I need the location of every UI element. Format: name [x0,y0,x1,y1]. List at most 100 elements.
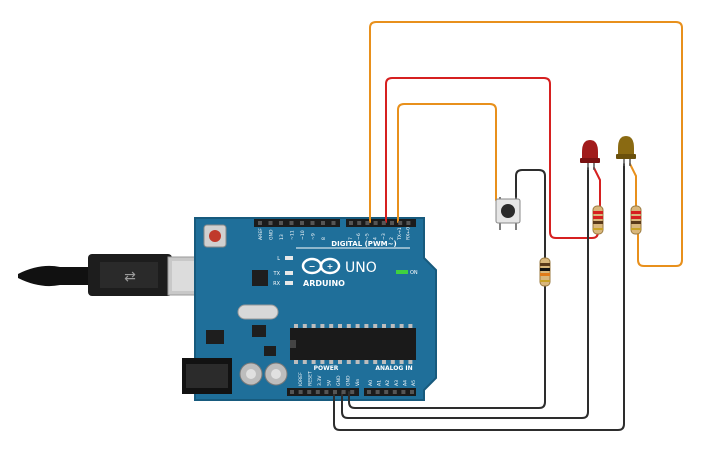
header-pin[interactable] [367,390,371,394]
resistor-button[interactable] [539,257,551,287]
header-pin[interactable] [315,390,320,394]
header-pin[interactable] [398,221,403,225]
wire-black-gnd-2[interactable] [341,167,589,419]
header-pin[interactable] [289,221,294,225]
power-pin-label: 3.3V [317,375,323,386]
resistor-red-led[interactable] [592,205,604,235]
header-pin[interactable] [406,221,411,225]
wire-orange-outer[interactable] [369,21,683,267]
power-pin-label: GND [336,375,342,386]
small-chip [252,325,266,337]
power-pin-label: Vin [355,379,361,386]
wire-yellow-led-anode[interactable] [629,163,637,207]
analog-pin-label: A3 [394,380,400,386]
header-pin[interactable] [390,221,394,225]
chip-pin [355,324,360,328]
header-pin[interactable] [357,221,362,225]
digital-pin-label: RX←0 [405,227,411,240]
on-label: ON [410,270,418,276]
chip-pin [338,360,342,364]
chip-pin [329,360,334,364]
digital-pin-label: TX→1 [397,227,403,241]
digital-pin-label: 2 [389,237,395,240]
chip-pin [382,360,386,364]
led-tx-label: TX [273,271,281,277]
power-pin-label: 5V [327,379,333,386]
digital-pin-label: ~6 [356,233,362,240]
header-pin[interactable] [258,221,262,225]
digital-header-label: DIGITAL (PWM~) [331,240,396,248]
chip-pin [294,360,298,364]
chip-pin [364,360,369,364]
header-pin[interactable] [365,221,370,225]
analog-pin-label: A0 [368,380,374,386]
digital-pin-label: 7 [348,237,354,240]
status-leds: L TX RX ON [273,256,418,287]
digital-pin-label: 4 [373,237,379,240]
digital-header [254,219,416,227]
chip-pin [364,324,369,328]
header-pin[interactable] [350,390,355,394]
led-red[interactable] [580,140,600,170]
digital-pin-label: ~10 [300,230,306,240]
wire-red-led-anode[interactable] [593,167,601,207]
header-pin[interactable] [349,221,353,225]
wire-orange-button[interactable] [397,103,501,223]
digital-pin-label: 13 [279,234,285,240]
header-pin[interactable] [290,390,294,394]
led-yellow[interactable] [616,136,636,166]
chip-pin [311,360,316,364]
header-pin[interactable] [300,221,304,225]
digital-pin-label: ~9 [311,233,317,240]
regulator [206,330,224,344]
resistor-yellow-led[interactable] [630,205,642,235]
header-pin[interactable] [401,390,406,394]
chip-pin [390,360,395,364]
pushbutton[interactable] [495,197,521,230]
header-pin[interactable] [321,221,325,225]
header-pin[interactable] [384,390,389,394]
wire-black-gnd-1[interactable] [348,285,546,409]
atmega-chip [290,328,416,360]
chip-pin [355,360,360,364]
header-pin[interactable] [381,221,386,225]
chip-pin [346,360,351,364]
wire-black-button[interactable] [515,169,546,263]
chip-pin [302,360,307,364]
power-jack[interactable] [182,358,232,394]
power-header [287,388,359,396]
header-pin[interactable] [375,390,380,394]
digital-pin-label: ~3 [381,233,387,240]
analog-pin-label: A4 [402,380,408,386]
wire-red[interactable] [385,77,599,239]
header-pin[interactable] [333,390,337,394]
header-pin[interactable] [310,221,315,225]
digital-pin-label: 8 [321,237,327,240]
header-pin[interactable] [268,221,273,225]
header-pin[interactable] [392,390,397,394]
power-pin-label: GND [346,375,352,386]
chip-pin [311,324,316,328]
header-pin[interactable] [410,390,414,394]
header-pin[interactable] [298,390,303,394]
header-pin[interactable] [331,221,336,225]
header-pin[interactable] [324,390,329,394]
chip-pin [408,324,413,328]
header-pin[interactable] [279,221,283,225]
chip-pin [382,324,386,328]
digital-pin-label: GND [269,229,275,240]
digital-pin-label: AREF [258,228,264,240]
power-pin-label: IOREF [298,372,304,386]
arduino-logo: − + UNO ARDUINO [301,257,377,288]
chip-pin [373,324,378,328]
reset-button[interactable] [203,224,227,248]
header-pin[interactable] [341,390,346,394]
svg-text:+: + [327,262,334,271]
wire-black-gnd-3[interactable] [333,163,625,431]
header-pin[interactable] [373,221,378,225]
header-pin[interactable] [307,390,312,394]
led-rx-label: RX [273,281,280,287]
